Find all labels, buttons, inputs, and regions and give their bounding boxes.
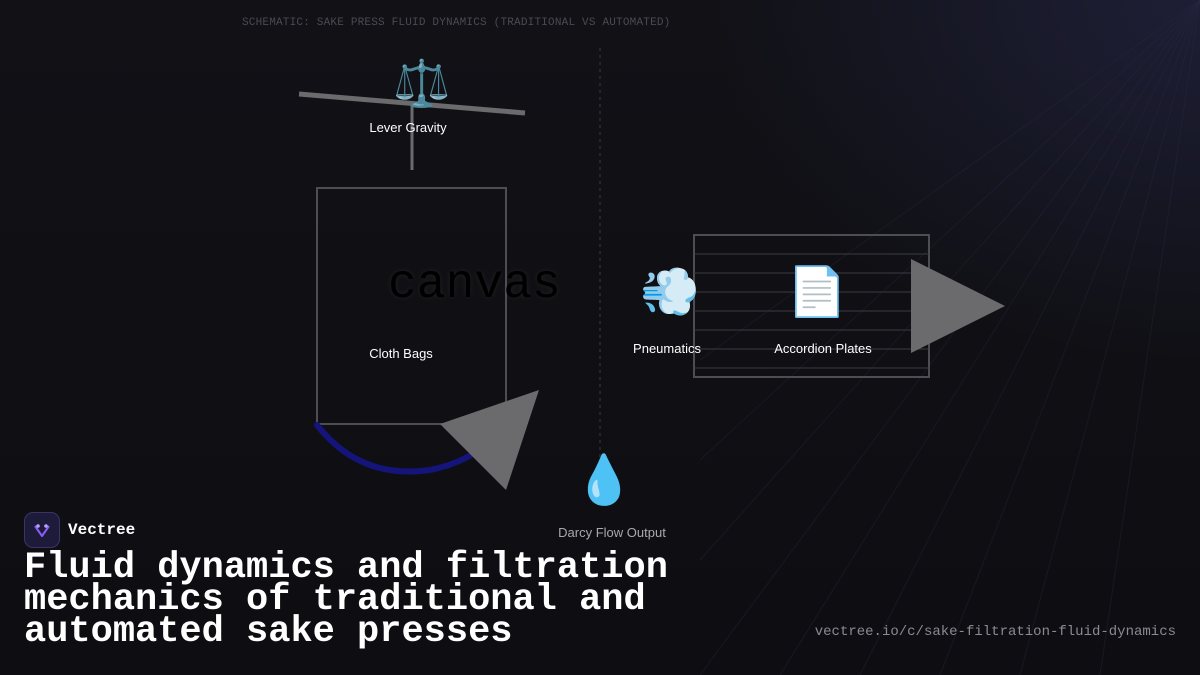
darcy-flow-output-label: Darcy Flow Output (558, 525, 666, 540)
source-url[interactable]: vectree.io/c/sake-filtration-fluid-dynam… (814, 624, 1176, 640)
accordion-plates (694, 253, 929, 369)
pneumatics-label: Pneumatics (633, 341, 701, 356)
flow-arrow-left (440, 390, 539, 490)
brand-name: Vectree (68, 521, 136, 539)
flow-arrow-right (911, 259, 1005, 353)
droplet-icon: 💧 (574, 452, 634, 508)
schematic-title: SCHEMATIC: SAKE PRESS FLUID DYNAMICS (TR… (242, 17, 671, 29)
lever-beam (298, 91, 526, 116)
document-page-icon: 📄 (787, 264, 847, 320)
balance-scale-icon: ⚖️ (393, 56, 451, 110)
wind-gust-icon: 💨 (640, 264, 700, 320)
page-title: Fluid dynamics and filtration mechanics … (24, 547, 668, 653)
lever-gravity-label: Lever Gravity (369, 120, 447, 135)
press-box (316, 187, 507, 425)
canvas-fallback-text: canvas (388, 258, 561, 312)
accordion-plates-label: Accordion Plates (774, 341, 872, 356)
vectree-logo-icon (24, 512, 60, 548)
brand[interactable]: Vectree (24, 512, 135, 548)
cloth-bags-label: Cloth Bags (369, 346, 433, 361)
